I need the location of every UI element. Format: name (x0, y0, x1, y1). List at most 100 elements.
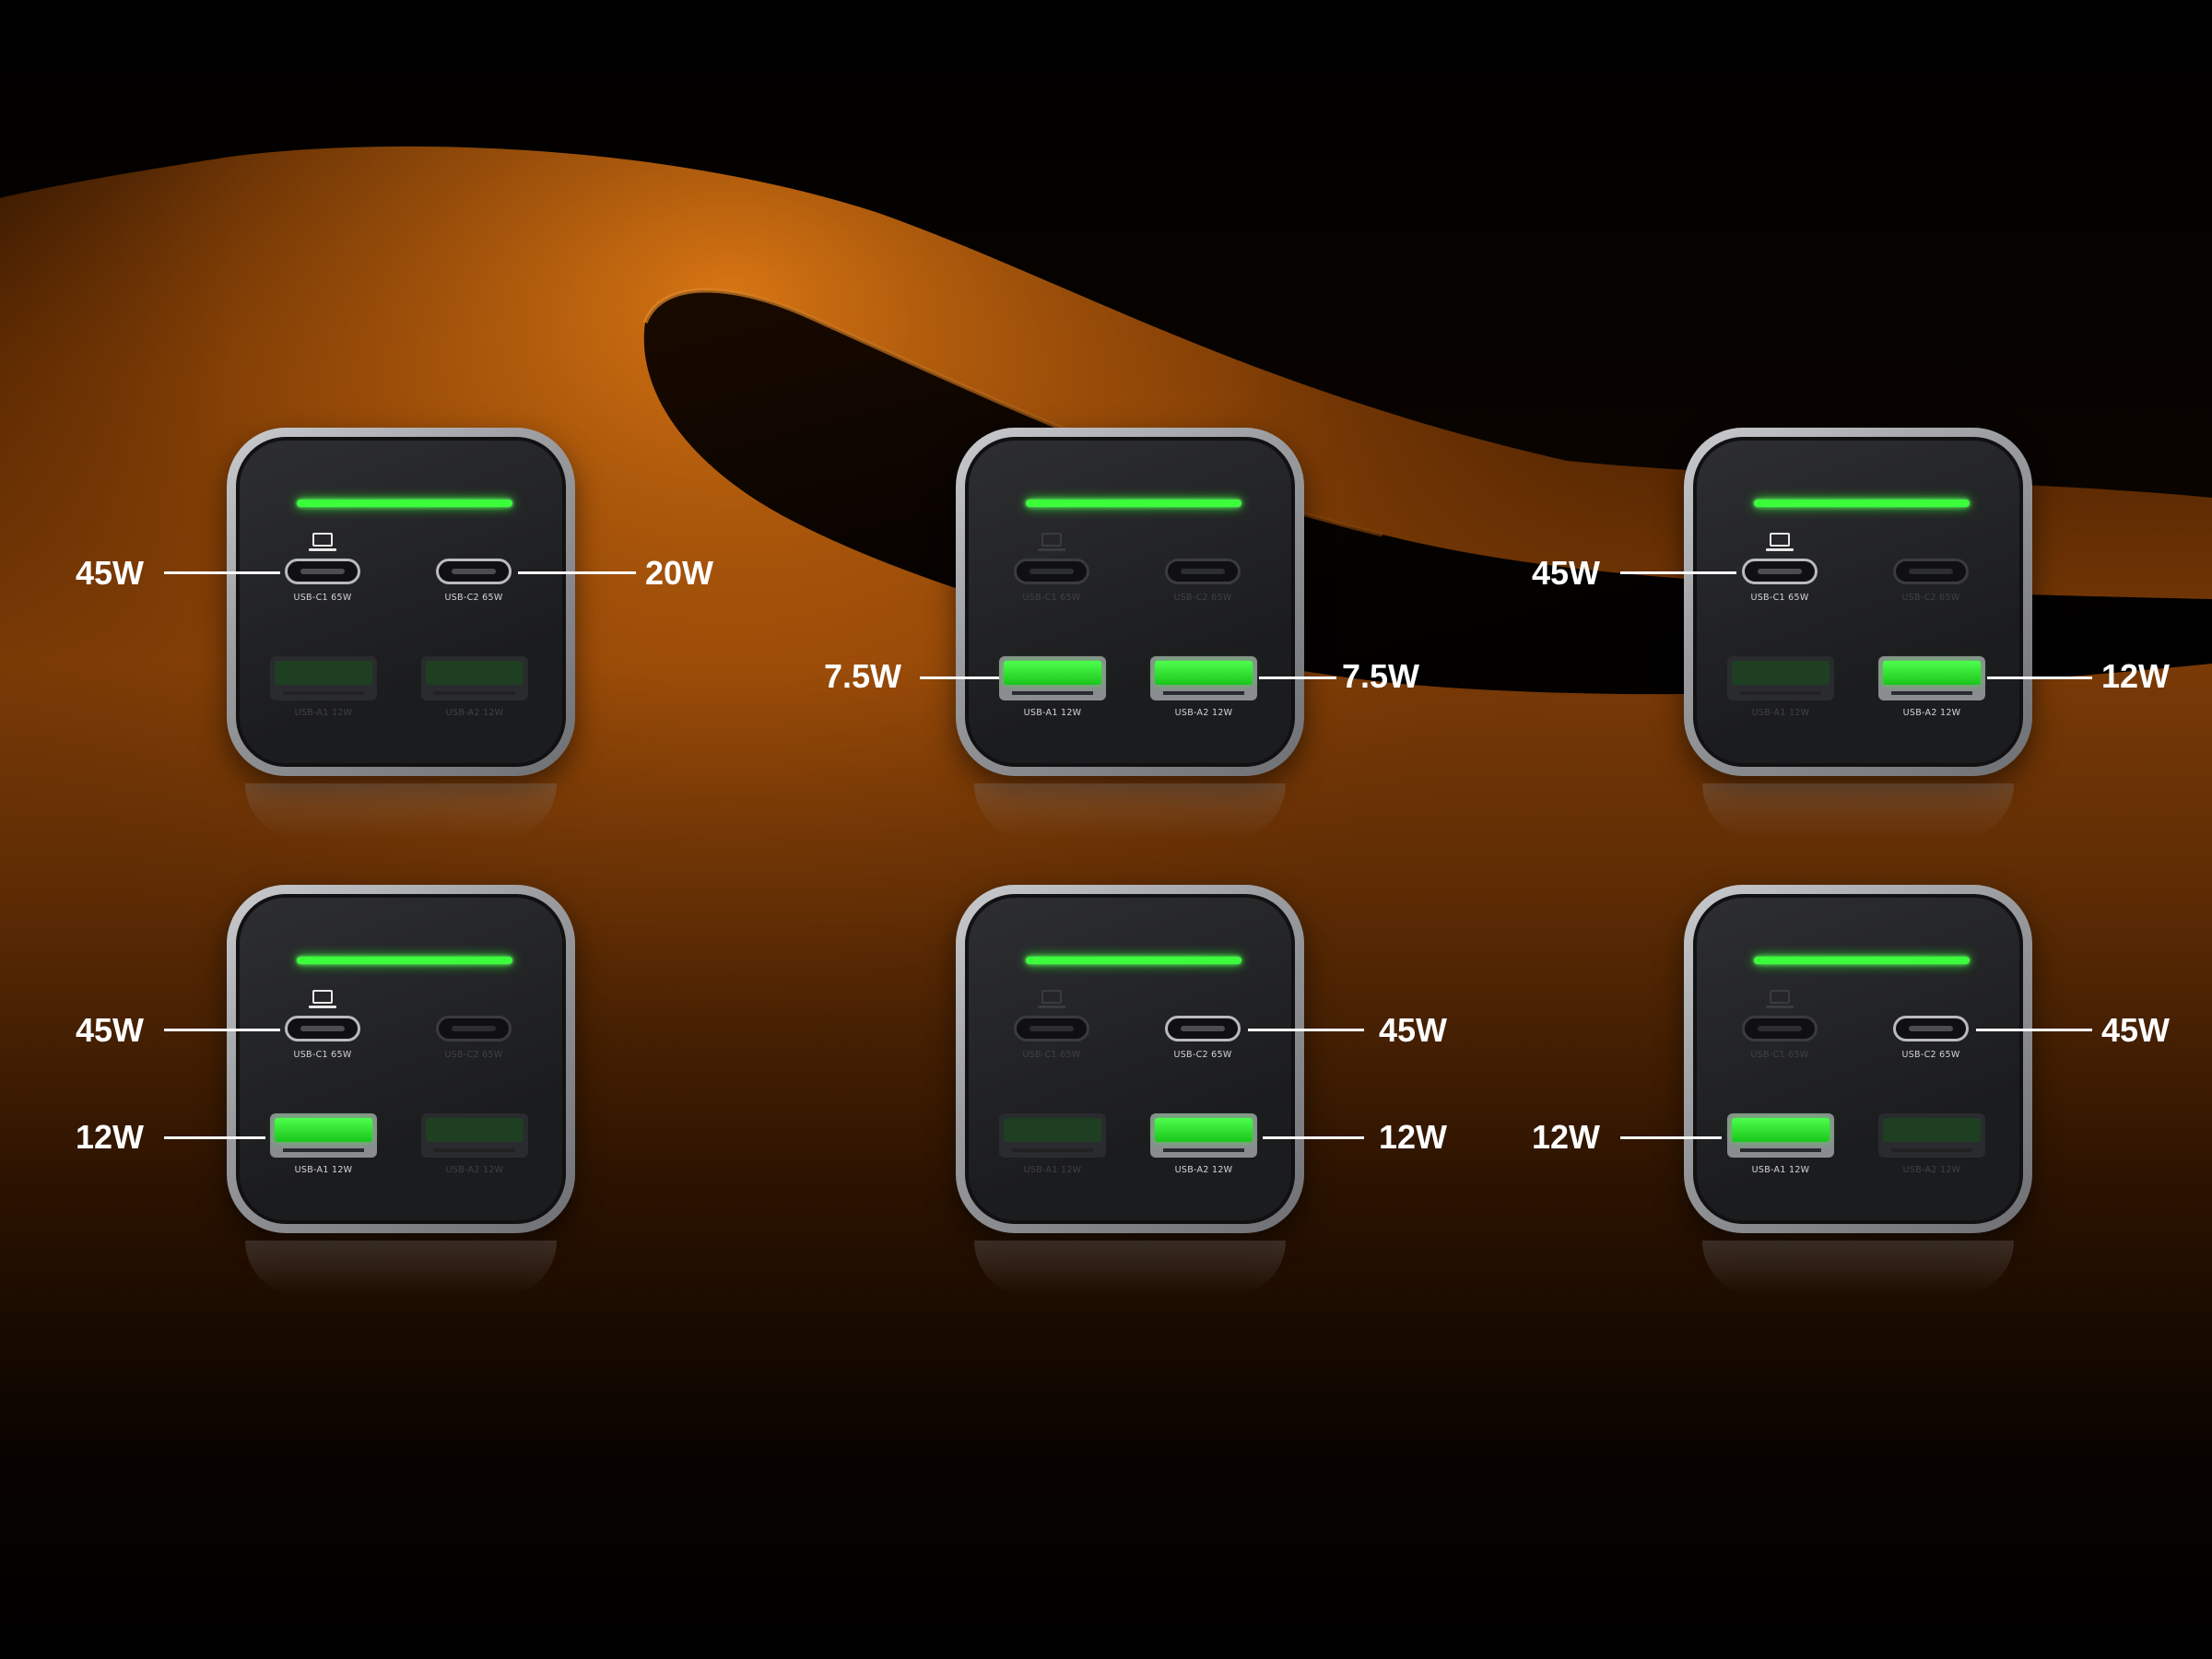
laptop-icon (1038, 990, 1065, 1010)
charger-1: USB-C1 65W USB-C2 65W USB-A1 12W USB-A2 … (227, 428, 575, 839)
usb-c1-port[interactable]: USB-C1 65W (1742, 559, 1818, 603)
charger-6: USB-C1 65W USB-C2 65W USB-A1 12W USB-A2 … (1684, 885, 2032, 1296)
usb-a-port-icon (1727, 656, 1834, 700)
usb-c-port-icon (1014, 559, 1089, 584)
callout-line (1620, 571, 1736, 574)
callout-line (1976, 1029, 2092, 1031)
wattage-label: 12W (1379, 1118, 1448, 1156)
usb-a-port-icon (1727, 1113, 1834, 1158)
usb-a1-port[interactable]: USB-A1 12W (999, 1113, 1106, 1175)
port-label: USB-C2 65W (1901, 1050, 1960, 1060)
port-label: USB-C1 65W (1750, 593, 1809, 603)
usb-c2-port[interactable]: USB-C2 65W (436, 1016, 512, 1060)
usb-c1-port[interactable]: USB-C1 65W (285, 1016, 360, 1060)
laptop-icon (1766, 533, 1794, 553)
usb-c-port-icon (1742, 559, 1818, 584)
port-label: USB-A1 12W (294, 708, 353, 718)
usb-a2-port[interactable]: USB-A2 12W (1150, 1113, 1257, 1175)
charger-5: USB-C1 65W USB-C2 65W USB-A1 12W USB-A2 … (956, 885, 1304, 1296)
usb-a2-port[interactable]: USB-A2 12W (1878, 1113, 1985, 1175)
callout-line (1259, 677, 1336, 679)
usb-a-port-icon (999, 656, 1106, 700)
wattage-label: 12W (2101, 657, 2171, 695)
usb-a1-port[interactable]: USB-A1 12W (270, 656, 377, 718)
laptop-icon (309, 990, 336, 1010)
port-label: USB-A2 12W (1902, 1165, 1961, 1175)
usb-c2-port[interactable]: USB-C2 65W (1893, 559, 1969, 603)
charger-4: USB-C1 65W USB-C2 65W USB-A1 12W USB-A2 … (227, 885, 575, 1296)
usb-c-port-icon (1014, 1016, 1089, 1041)
callout-line (164, 1136, 265, 1139)
callout-line (164, 571, 280, 574)
usb-a1-port[interactable]: USB-A1 12W (999, 656, 1106, 718)
usb-a1-port[interactable]: USB-A1 12W (1727, 656, 1834, 718)
laptop-icon (309, 533, 336, 553)
usb-c-port-icon (1742, 1016, 1818, 1041)
port-label: USB-A1 12W (1023, 708, 1082, 718)
port-label: USB-C1 65W (1022, 1050, 1081, 1060)
usb-c2-port[interactable]: USB-C2 65W (436, 559, 512, 603)
usb-a-port-icon (1150, 1113, 1257, 1158)
port-label: USB-C1 65W (1022, 593, 1081, 603)
laptop-icon (1038, 533, 1065, 553)
usb-a2-port[interactable]: USB-A2 12W (421, 1113, 528, 1175)
usb-a2-port[interactable]: USB-A2 12W (421, 656, 528, 718)
port-label: USB-C1 65W (293, 1050, 352, 1060)
usb-c-port-icon (1893, 1016, 1969, 1041)
status-led-icon (1026, 500, 1241, 507)
usb-a-port-icon (270, 656, 377, 700)
port-label: USB-C2 65W (1901, 593, 1960, 603)
port-label: USB-A1 12W (294, 1165, 353, 1175)
usb-c-port-icon (1893, 559, 1969, 584)
port-label: USB-A2 12W (1902, 708, 1961, 718)
wattage-label: 45W (2101, 1011, 2171, 1049)
laptop-icon (1766, 990, 1794, 1010)
usb-c1-port[interactable]: USB-C1 65W (1014, 1016, 1089, 1060)
callout-line (164, 1029, 280, 1031)
port-label: USB-A1 12W (1751, 708, 1810, 718)
usb-c2-port[interactable]: USB-C2 65W (1165, 1016, 1241, 1060)
usb-a-port-icon (270, 1113, 377, 1158)
usb-a-port-icon (1150, 656, 1257, 700)
callout-line (920, 677, 999, 679)
usb-a2-port[interactable]: USB-A2 12W (1878, 656, 1985, 718)
usb-a2-port[interactable]: USB-A2 12W (1150, 656, 1257, 718)
callout-line (1248, 1029, 1364, 1031)
wattage-label: 45W (1379, 1011, 1448, 1049)
wattage-label: 7.5W (824, 657, 902, 695)
usb-c-port-icon (1165, 559, 1241, 584)
port-label: USB-C2 65W (1173, 1050, 1232, 1060)
usb-c-port-icon (1165, 1016, 1241, 1041)
wattage-label: 45W (76, 1011, 145, 1049)
port-label: USB-A2 12W (1174, 1165, 1233, 1175)
usb-c1-port[interactable]: USB-C1 65W (285, 559, 360, 603)
charger-face: USB-C1 65W USB-C2 65W USB-A1 12W USB-A2 … (1693, 437, 2023, 767)
callout-line (1620, 1136, 1722, 1139)
charger-face: USB-C1 65W USB-C2 65W USB-A1 12W USB-A2 … (965, 437, 1295, 767)
usb-c2-port[interactable]: USB-C2 65W (1893, 1016, 1969, 1060)
charger-face: USB-C1 65W USB-C2 65W USB-A1 12W USB-A2 … (236, 437, 566, 767)
callout-line (518, 571, 636, 574)
status-led-icon (1026, 957, 1241, 964)
usb-c-port-icon (436, 1016, 512, 1041)
usb-a1-port[interactable]: USB-A1 12W (270, 1113, 377, 1175)
port-label: USB-C1 65W (1750, 1050, 1809, 1060)
wattage-label: 45W (1532, 554, 1601, 592)
port-label: USB-A1 12W (1751, 1165, 1810, 1175)
wattage-label: 12W (1532, 1118, 1601, 1156)
usb-c-port-icon (285, 559, 360, 584)
usb-a-port-icon (421, 1113, 528, 1158)
usb-a-port-icon (421, 656, 528, 700)
usb-c1-port[interactable]: USB-C1 65W (1742, 1016, 1818, 1060)
charger-face: USB-C1 65W USB-C2 65W USB-A1 12W USB-A2 … (965, 894, 1295, 1224)
usb-c2-port[interactable]: USB-C2 65W (1165, 559, 1241, 603)
port-label: USB-A2 12W (1174, 708, 1233, 718)
port-label: USB-C1 65W (293, 593, 352, 603)
status-led-icon (1754, 500, 1970, 507)
port-label: USB-C2 65W (444, 593, 503, 603)
wattage-label: 7.5W (1342, 657, 1420, 695)
usb-c-port-icon (436, 559, 512, 584)
usb-a1-port[interactable]: USB-A1 12W (1727, 1113, 1834, 1175)
usb-c1-port[interactable]: USB-C1 65W (1014, 559, 1089, 603)
